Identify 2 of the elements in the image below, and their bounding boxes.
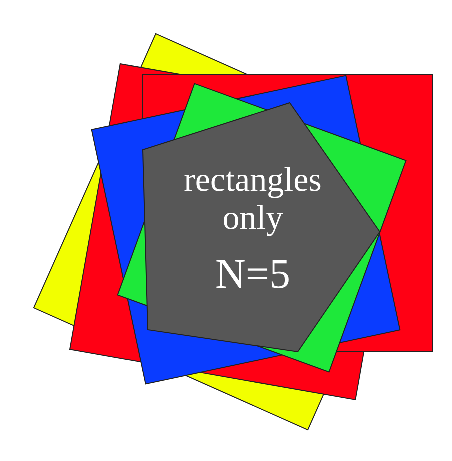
caption-text: rectangles only: [183, 162, 323, 238]
formula-text: N=5: [214, 252, 292, 298]
